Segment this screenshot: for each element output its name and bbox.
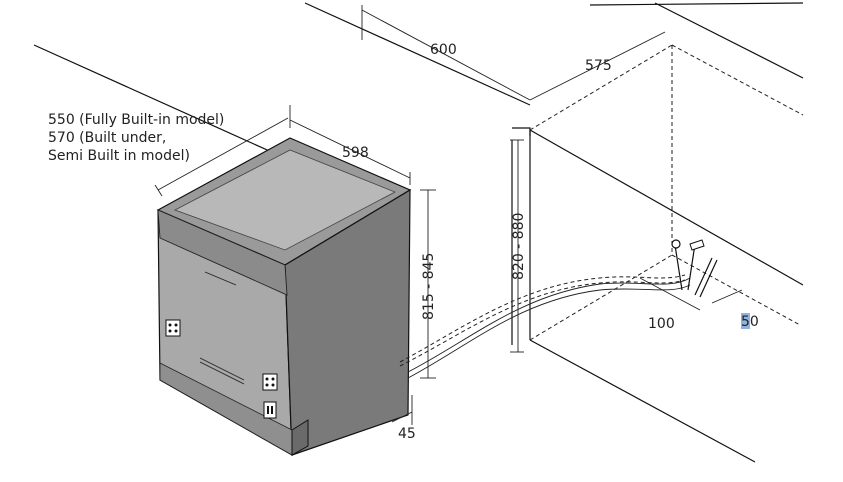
countertop <box>33 2 804 286</box>
niche-hidden-lines <box>529 44 804 341</box>
niche-side-wall <box>511 130 756 463</box>
connection-offset-label: 100 <box>648 316 675 332</box>
dishwasher <box>156 137 412 457</box>
text-selection-highlight <box>741 313 750 329</box>
niche-height-label: 820 - 880 <box>511 213 527 280</box>
appliance-width-label: 598 <box>342 145 369 161</box>
rating-label-icon <box>262 373 278 391</box>
dimension-lines <box>154 5 743 425</box>
niche-depth-label: 575 <box>585 58 612 74</box>
water-tap-icon <box>671 239 718 298</box>
plinth-gap-label: 45 <box>398 426 416 442</box>
power-plug-icon <box>263 401 277 419</box>
depth-label-line2: 570 (Built under, <box>48 130 166 146</box>
depth-label-line3: Semi Built in model) <box>48 148 190 164</box>
niche-width-label: 600 <box>430 42 457 58</box>
appliance-height-label: 815 - 845 <box>421 253 437 320</box>
connection-from-wall-label: 50 <box>741 314 759 330</box>
depth-label-line1: 550 (Fully Built-in model) <box>48 112 224 128</box>
hoses <box>399 274 691 379</box>
rating-label-icon <box>165 319 181 337</box>
